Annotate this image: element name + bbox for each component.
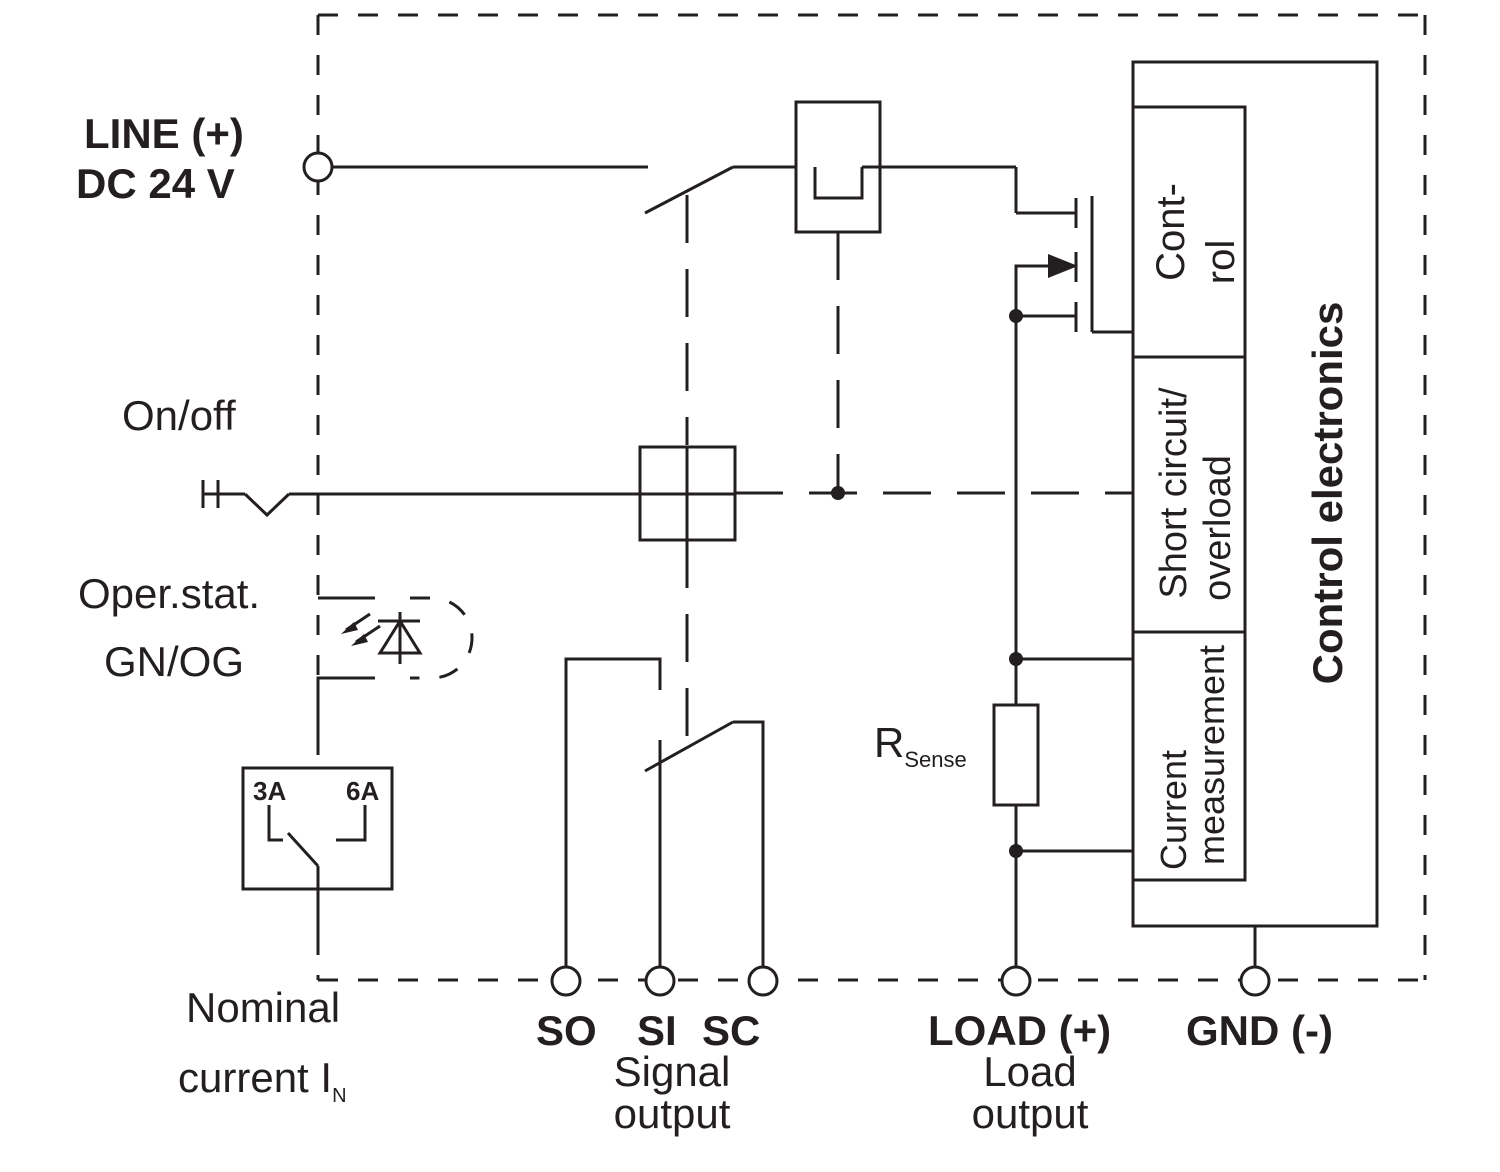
line-voltage-label: DC 24 V xyxy=(76,160,235,207)
line-terminal xyxy=(302,151,334,183)
rsense-resistor xyxy=(992,703,1040,807)
nominal-current-selector xyxy=(241,766,394,945)
load-path xyxy=(992,316,1257,967)
control-electronics-block xyxy=(1131,60,1379,928)
gnd-label: GND (-) xyxy=(1186,1007,1333,1054)
load-output-label-2: output xyxy=(972,1090,1089,1137)
on-off-pushbutton xyxy=(201,445,737,542)
rsense-label: RSense xyxy=(874,719,967,772)
load-output-label-1: Load xyxy=(983,1048,1076,1095)
signal-output-label-2: output xyxy=(614,1090,731,1137)
nominal-current-high-label: 6A xyxy=(346,776,379,806)
mosfet-symbol xyxy=(1009,196,1133,334)
si-terminal xyxy=(644,965,676,997)
rsense-label-sub: Sense xyxy=(904,747,966,772)
rsense-label-main: R xyxy=(874,719,904,766)
line-circuit xyxy=(332,100,1076,234)
control-label-2: rol xyxy=(1199,240,1243,284)
nominal-current-low-label: 3A xyxy=(253,776,286,806)
gnd-terminal xyxy=(1239,965,1271,997)
short-circuit-label-2: overload xyxy=(1197,455,1239,601)
nominal-label: Nominal xyxy=(186,984,340,1031)
current-in-label: current IN xyxy=(178,1054,347,1107)
control-label-1: Cont- xyxy=(1149,183,1193,281)
sc-terminal xyxy=(747,965,779,997)
status-led xyxy=(316,596,474,745)
load-label: LOAD (+) xyxy=(928,1007,1111,1054)
si-label: SI xyxy=(637,1007,677,1054)
short-circuit-label-1: Short circuit/ xyxy=(1153,387,1195,599)
so-terminal xyxy=(550,965,582,997)
onoff-label: On/off xyxy=(122,392,236,439)
signal-output-label-1: Signal xyxy=(614,1048,731,1095)
current-measurement-label-1: Current xyxy=(1153,750,1194,870)
load-terminal xyxy=(1000,965,1032,997)
operstat-label: Oper.stat. xyxy=(78,570,260,617)
mechanical-coupling xyxy=(685,195,1133,745)
signal-output-contacts xyxy=(564,657,765,967)
control-electronics-label: Control electronics xyxy=(1304,302,1351,685)
operstat-color-label: GN/OG xyxy=(104,638,244,685)
current-measurement-label-2: measurement xyxy=(1191,645,1232,865)
line-label: LINE (+) xyxy=(84,110,244,157)
current-label-sub: N xyxy=(332,1085,346,1107)
so-label: SO xyxy=(536,1007,597,1054)
current-label-text: current I xyxy=(178,1054,332,1101)
sc-label: SC xyxy=(702,1007,760,1054)
terminals xyxy=(302,151,1271,997)
